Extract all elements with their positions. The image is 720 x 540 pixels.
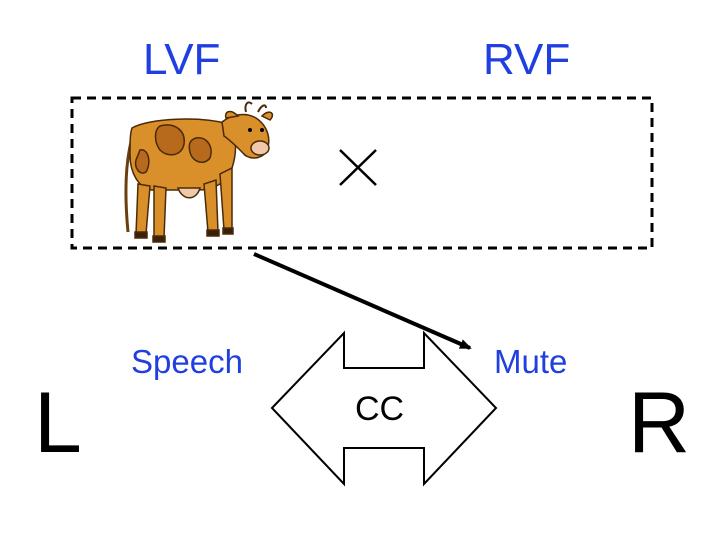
cc-label: CC — [355, 390, 405, 428]
cow-icon — [124, 101, 274, 243]
mute-label: Mute — [494, 343, 568, 380]
corpus-callosum-arrow — [270, 330, 498, 487]
visual-field-box — [70, 96, 654, 250]
rvf-label: RVF — [483, 35, 571, 84]
crossing-arrow — [253, 252, 472, 350]
lvf-label: LVF — [143, 35, 221, 84]
left-hemisphere-letter: L — [34, 375, 82, 471]
cross-mark-icon — [339, 149, 377, 186]
speech-label: Speech — [131, 343, 243, 380]
right-hemisphere-letter: R — [628, 375, 691, 471]
